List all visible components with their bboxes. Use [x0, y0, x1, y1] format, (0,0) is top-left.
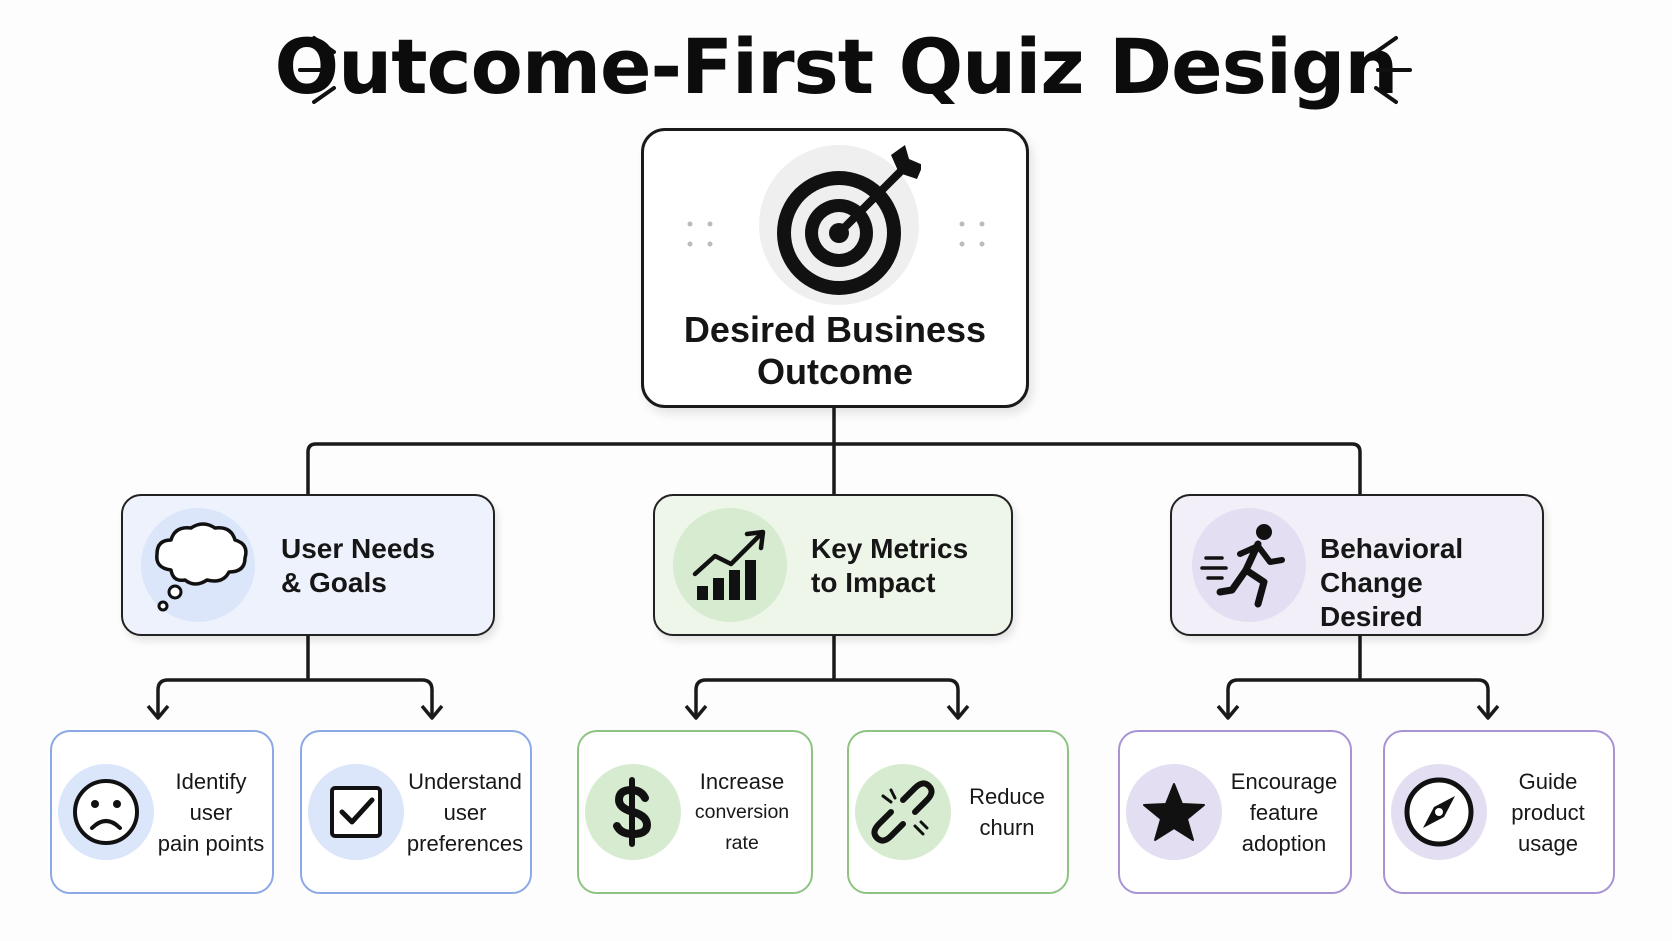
icon-circle [1126, 764, 1222, 860]
icon-circle [308, 764, 404, 860]
icon-circle [855, 764, 951, 860]
icon-circle [141, 508, 255, 622]
connector-branch-2-split [694, 678, 960, 716]
icon-circle [1192, 508, 1306, 622]
branch-behavioral-change: Behavioral Change Desired [1170, 494, 1544, 636]
root-label-line: Outcome [756, 351, 914, 392]
branch-label: Behavioral Change Desired [1320, 532, 1542, 634]
branch-label: User Needs & Goals [281, 532, 435, 600]
arrowhead [684, 704, 708, 720]
root-node-desired-outcome: Desired Business Outcome [641, 128, 1029, 408]
connector-branch-1-split [156, 678, 434, 716]
leaf-label-line: Encourage [1230, 768, 1338, 794]
running-person-icon [1200, 524, 1285, 608]
leaf-label-line: usage [1518, 830, 1578, 856]
star-icon [1143, 783, 1205, 841]
arrowhead [420, 704, 444, 720]
leaf-label-line: pain points [157, 830, 265, 856]
leaf-label-line: user [443, 799, 487, 825]
broken-link-icon [871, 780, 935, 844]
branch-label-line: Behavioral Change [1320, 533, 1464, 598]
branch-label-line: Key Metrics [811, 533, 969, 564]
leaf-reduce-churn: Reduce churn [847, 730, 1069, 894]
leaf-label-line: feature [1249, 799, 1319, 825]
dots-decoration [687, 221, 713, 247]
leaf-label-line: adoption [1241, 830, 1327, 856]
branch-label-line: Desired [1320, 601, 1423, 632]
growth-chart-icon [692, 529, 766, 600]
sparkle-right-icon [1374, 36, 1412, 104]
leaf-label-line: product [1511, 799, 1585, 825]
leaf-label-line: Identify user [175, 768, 247, 825]
leaf-label: Understand user preferences [404, 732, 526, 892]
root-label-line: Desired Business [683, 309, 987, 350]
connector-branch-3-split [1226, 678, 1490, 716]
connector-root-bus [306, 442, 1362, 494]
leaf-label: Encourage feature adoption [1222, 732, 1346, 892]
branch-label-line: & Goals [281, 567, 387, 598]
leaf-label-line: Guide [1518, 768, 1578, 794]
sparkle-left-icon [298, 36, 336, 104]
arrowhead [1476, 704, 1500, 720]
leaf-label-line: Understand [408, 768, 522, 794]
leaf-encourage-adoption: Encourage feature adoption [1118, 730, 1352, 894]
branch-key-metrics: Key Metrics to Impact [653, 494, 1013, 636]
leaf-understand-preferences: Understand user preferences [300, 730, 532, 894]
icon-circle [673, 508, 787, 622]
root-label: Desired Business Outcome [644, 309, 1026, 393]
branch-label-line: User Needs [281, 533, 436, 564]
branch-label: Key Metrics to Impact [811, 532, 968, 600]
page-title: Outcome-First Quiz Design [274, 22, 1399, 111]
leaf-label-line: preferences [406, 830, 524, 856]
dots-decoration [959, 221, 985, 247]
checkbox-icon [330, 786, 382, 838]
leaf-increase-conversion: Increase conversion rate [577, 730, 813, 894]
target-arrow-icon [759, 145, 921, 305]
icon-circle [585, 764, 681, 860]
leaf-identify-pain-points: Identify user pain points [50, 730, 274, 894]
dollar-icon [613, 777, 652, 847]
leaf-label-line: conversion rate [694, 800, 790, 854]
arrowhead [146, 704, 170, 720]
sad-face-icon [73, 779, 139, 845]
compass-icon [1404, 777, 1474, 847]
leaf-label-line: Reduce [969, 784, 1045, 809]
icon-circle [58, 764, 154, 860]
leaf-label: Reduce churn [951, 732, 1063, 892]
thought-bubble-icon [155, 522, 248, 612]
leaf-guide-usage: Guide product usage [1383, 730, 1615, 894]
branch-user-needs: User Needs & Goals [121, 494, 495, 636]
branch-label-line: to Impact [811, 567, 936, 598]
leaf-label: Guide product usage [1487, 732, 1609, 892]
leaf-label: Identify user pain points [154, 732, 268, 892]
icon-circle [1391, 764, 1487, 860]
leaf-label-line: churn [979, 815, 1035, 840]
leaf-label-line: Increase [699, 768, 785, 794]
arrowhead [946, 704, 970, 720]
arrowhead [1216, 704, 1240, 720]
leaf-label: Increase conversion rate [677, 732, 807, 892]
